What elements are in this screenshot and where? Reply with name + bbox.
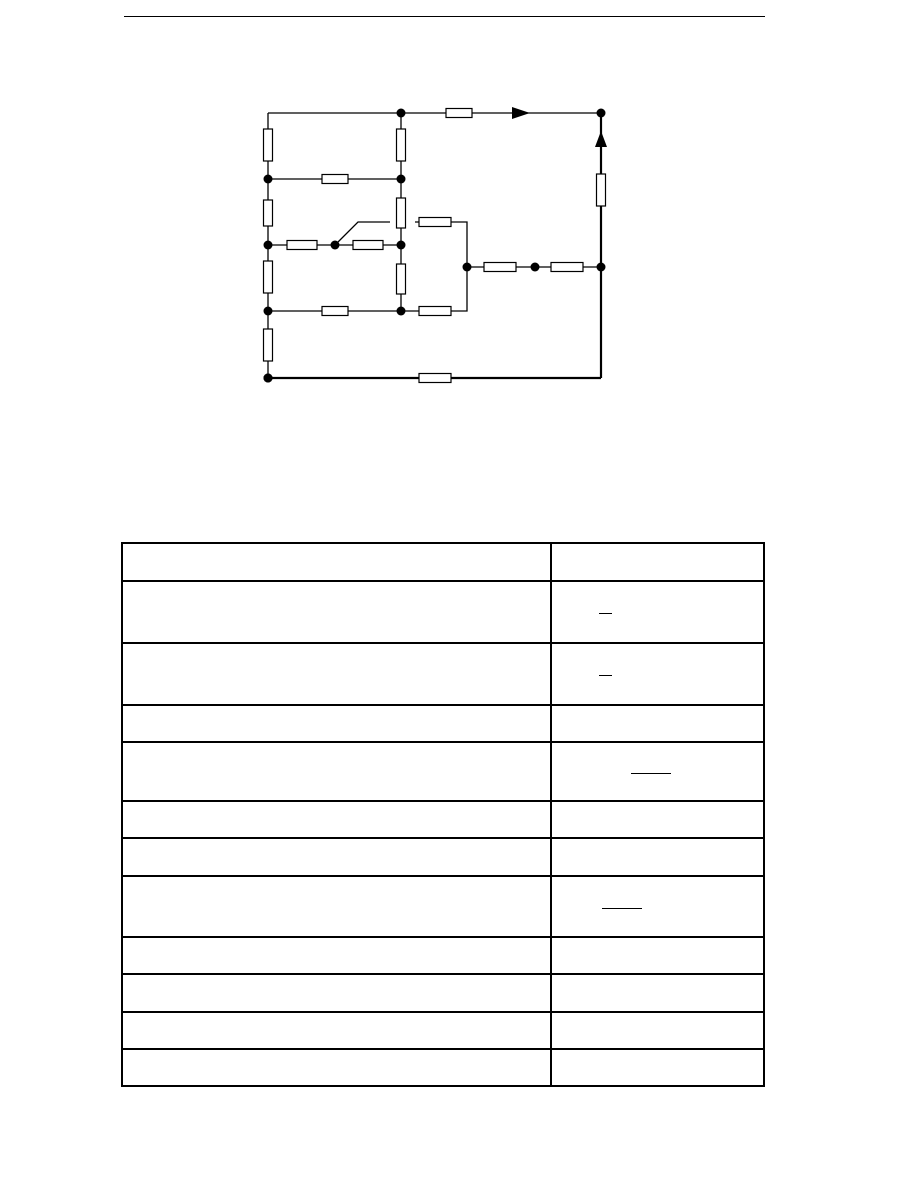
table-cell-left [121,642,552,706]
table-row [121,642,765,706]
resistor-16 [395,263,407,295]
junction-node-n3 [263,174,273,184]
junction-node-n6 [330,240,340,250]
resistor-15 [262,260,274,294]
table-cell-right [550,837,765,877]
junction-node-n11 [263,306,273,316]
junction-node-n2 [596,108,606,118]
junction-node-n9 [530,262,540,272]
resistor-2 [321,173,349,185]
resistor-14 [395,197,407,229]
table-cell-right [550,973,765,1013]
table-row [121,741,765,802]
node-group [263,108,606,383]
table-row [121,875,765,938]
junction-node-n1 [396,108,406,118]
resistor-9 [418,305,452,317]
resistor-18 [595,173,607,207]
current-arrow-up [595,131,607,147]
table-cell-right [550,1011,765,1050]
table-cell-left [121,936,552,975]
table-row [121,973,765,1013]
table-cell-left [121,542,552,582]
junction-node-n7 [396,240,406,250]
table-cell-right [550,642,765,706]
fraction-bar [599,613,612,614]
table-row [121,580,765,644]
table-row [121,800,765,839]
table-cell-left [121,800,552,839]
resistor-5 [418,216,452,228]
current-arrow-right [512,107,530,119]
arrow-group [512,107,607,147]
resistor-11 [262,128,274,162]
table-row [121,542,765,582]
table-row [121,1011,765,1050]
table-cell-right [550,580,765,644]
header-rule [124,16,765,17]
table-row [121,936,765,975]
junction-node-n5 [263,240,273,250]
data-table [121,542,765,1087]
table-cell-right [550,936,765,975]
resistor-1 [445,107,473,119]
table-cell-left [121,580,552,644]
junction-node-n10 [596,262,606,272]
junction-node-n15 [263,373,273,383]
resistor-3 [286,239,318,251]
table-row [121,1048,765,1087]
table-row [121,837,765,877]
table-cell-left [121,973,552,1013]
circuit-wires [267,112,601,378]
resistor-10 [418,372,452,384]
table-cell-right [550,542,765,582]
resistor-13 [262,199,274,227]
resistor-6 [483,261,517,273]
circuit-diagram [262,107,607,384]
table-row [121,704,765,743]
fraction-bar [631,773,671,774]
fraction-bar [602,908,642,909]
table-cell-right [550,1048,765,1087]
resistor-group [262,107,607,384]
resistor-4 [352,239,384,251]
resistor-12 [395,128,407,162]
resistor-7 [550,261,584,273]
resistor-17 [262,328,274,362]
resistor-8 [321,305,349,317]
table-cell-right [550,800,765,839]
table-cell-left [121,1011,552,1050]
table-cell-right [550,741,765,802]
table-cell-right [550,875,765,938]
table-cell-left [121,837,552,877]
table-cell-left [121,704,552,743]
table-cell-left [121,1048,552,1087]
junction-node-n4 [396,174,406,184]
junction-node-n12 [396,306,406,316]
table-cell-left [121,875,552,938]
fraction-bar [599,675,612,676]
table-cell-right [550,704,765,743]
table-cell-left [121,741,552,802]
junction-node-n8 [462,262,472,272]
